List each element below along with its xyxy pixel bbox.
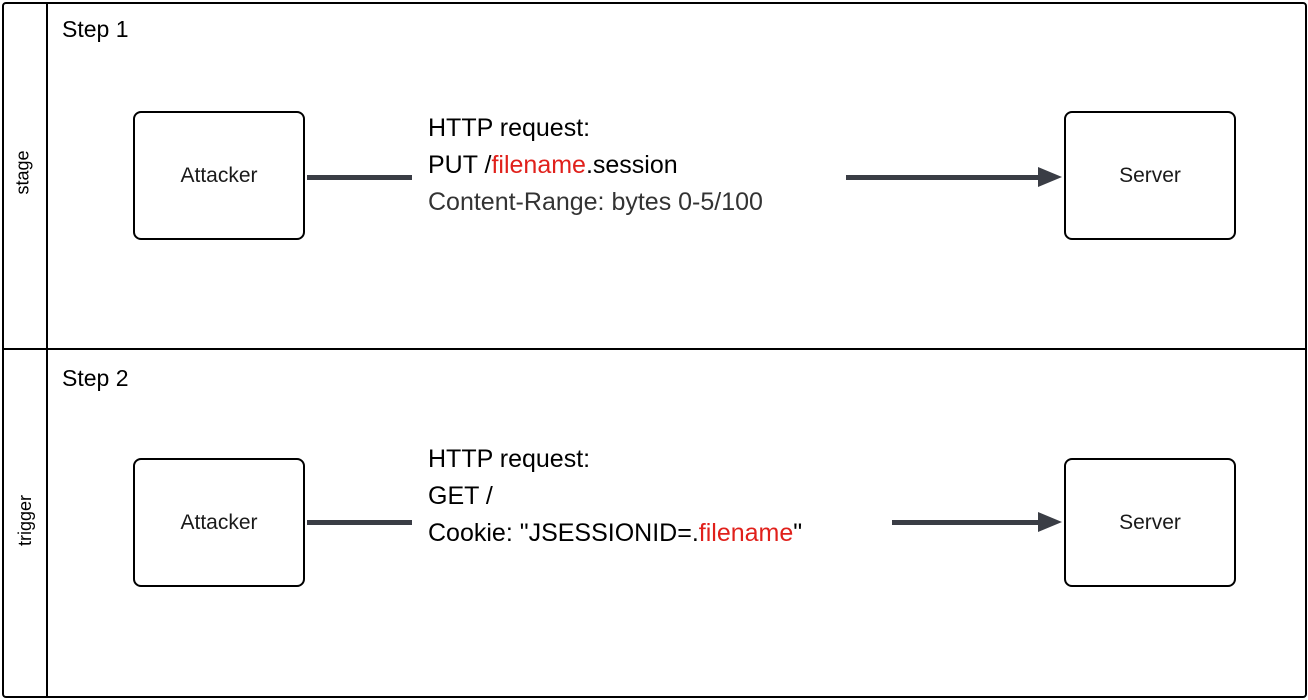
filename-highlight: filename [698, 519, 794, 547]
http-request-message-step-1: HTTP request: PUT /filename.session Cont… [428, 110, 763, 221]
connector-line-left-step-2 [307, 520, 412, 525]
message-line-3: Cookie: "JSESSIONID=.filename" [428, 519, 803, 547]
sidebar-divider [46, 2, 48, 696]
http-request-message-step-2: HTTP request: GET / Cookie: "JSESSIONID=… [428, 441, 802, 552]
attacker-box-step-2: Attacker [133, 458, 305, 587]
attacker-box-step-1: Attacker [133, 111, 305, 240]
arrowhead-icon [1038, 512, 1062, 532]
server-box-step-1: Server [1064, 111, 1236, 240]
lane-label-stage: stage [12, 150, 33, 195]
lane-label-trigger: trigger [15, 494, 36, 547]
message-line-3: Content-Range: bytes 0-5/100 [428, 188, 763, 216]
step-title-1: Step 1 [62, 16, 129, 42]
arrowhead-icon [1038, 167, 1062, 187]
filename-highlight: filename [491, 151, 586, 179]
connector-line-right-step-1 [846, 175, 1040, 180]
message-line-1: HTTP request: [428, 114, 591, 142]
message-line-2: GET / [428, 482, 493, 510]
lane-divider [2, 348, 1305, 350]
message-line-2: PUT /filename.session [428, 151, 678, 179]
step-title-2: Step 2 [62, 365, 129, 391]
server-box-step-2: Server [1064, 458, 1236, 587]
connector-line-right-step-2 [892, 520, 1040, 525]
connector-line-left-step-1 [307, 175, 412, 180]
message-line-1: HTTP request: [428, 445, 591, 473]
